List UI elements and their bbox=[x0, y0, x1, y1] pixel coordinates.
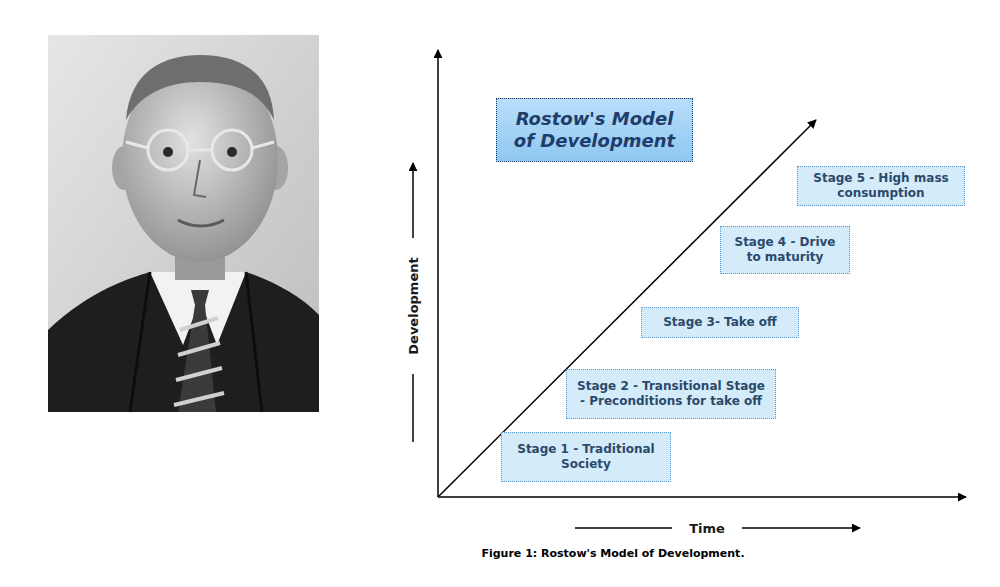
title-box: Rostow's Model of Development bbox=[496, 98, 693, 162]
y-axis bbox=[437, 50, 439, 497]
box-text: Stage 4 - Drive to maturity bbox=[729, 235, 841, 265]
nose bbox=[194, 160, 206, 197]
x-axis bbox=[438, 496, 966, 498]
box-text: Stage 1 - Traditional Society bbox=[510, 442, 662, 472]
axis-label: Development bbox=[406, 255, 421, 356]
axis-label-arrow bbox=[742, 527, 860, 529]
stage-box: Stage 3- Take off bbox=[641, 307, 799, 338]
box-text: Rostow's Model of Development bbox=[503, 108, 686, 152]
box-text: Stage 2 - Transitional Stage - Precondit… bbox=[575, 379, 767, 409]
axis-label: Time bbox=[687, 521, 727, 536]
figure-caption: Figure 1: Rostow's Model of Development. bbox=[481, 547, 744, 560]
development-line bbox=[438, 120, 816, 497]
box-text: Stage 3- Take off bbox=[650, 315, 790, 330]
glasses-lens bbox=[212, 130, 252, 170]
suit bbox=[48, 272, 319, 412]
glasses-lens bbox=[148, 130, 188, 170]
stage-box: Stage 1 - Traditional Society bbox=[501, 432, 671, 482]
portrait-photo bbox=[48, 35, 319, 412]
axis-label-line bbox=[575, 527, 672, 529]
eye bbox=[227, 147, 237, 157]
tie-stripes bbox=[174, 318, 224, 405]
lapels bbox=[130, 272, 262, 412]
stage-box: Stage 2 - Transitional Stage - Precondit… bbox=[566, 369, 776, 419]
hair bbox=[126, 55, 274, 120]
stage-box: Stage 4 - Drive to maturity bbox=[720, 226, 850, 274]
axis-label-line bbox=[412, 374, 414, 442]
stage-box: Stage 5 - High mass consumption bbox=[797, 166, 965, 206]
mouth bbox=[178, 220, 224, 226]
glasses-frame bbox=[126, 142, 274, 150]
photo-background bbox=[48, 35, 319, 412]
axis-label-arrow bbox=[412, 163, 414, 238]
box-text: Stage 5 - High mass consumption bbox=[806, 171, 956, 201]
eye bbox=[163, 147, 173, 157]
